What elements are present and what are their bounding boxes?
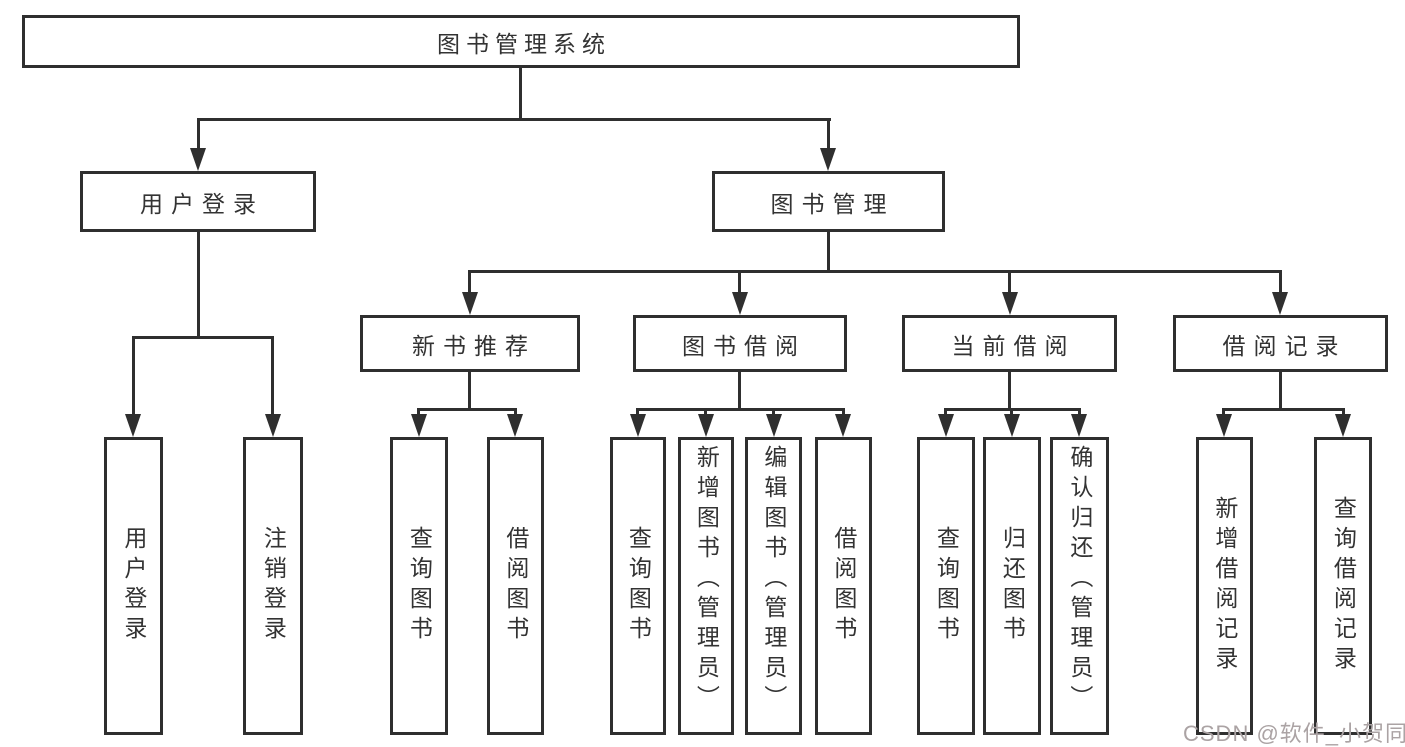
connector-drop-leaf: [772, 408, 775, 418]
connector-drop-book-borrow: [738, 270, 741, 294]
arrow-down-icon: [265, 414, 281, 437]
leaf-user-login: 用户登录: [104, 437, 163, 735]
leaf-br-add-record-label: 新增借阅记录: [1211, 496, 1238, 676]
arrow-down-icon: [1071, 414, 1087, 437]
node-current-borrowing-label: 当前借阅: [951, 332, 1076, 359]
leaf-cb-confirm-return-admin-label: 确认归还（管理员）: [1066, 445, 1093, 715]
connector-group-stem: [1008, 372, 1011, 408]
node-user-login: 用户登录: [80, 171, 316, 232]
connector-drop-leaf: [514, 408, 517, 418]
watermark-text: CSDN @软件_小贺同: [1183, 721, 1405, 746]
node-book-borrowing-label: 图书借阅: [682, 332, 806, 359]
arrow-down-icon: [507, 414, 523, 437]
node-current-borrowing: 当前借阅: [902, 315, 1117, 372]
connector-group-branch: [1222, 408, 1345, 411]
leaf-cb-confirm-return-admin: 确认归还（管理员）: [1050, 437, 1109, 735]
connector-drop-book-mgmt: [827, 118, 830, 151]
leaf-logout-login-label: 注销登录: [260, 526, 287, 646]
node-borrowing-records: 借阅记录: [1173, 315, 1388, 372]
arrow-down-icon: [732, 292, 748, 315]
arrow-down-icon: [698, 414, 714, 437]
connector-root-branch: [197, 118, 831, 121]
connector-drop-leaf: [1078, 408, 1081, 418]
connector-group-stem: [738, 372, 741, 408]
connector-drop-current-borrow: [1008, 270, 1011, 294]
arrow-down-icon: [835, 414, 851, 437]
arrow-down-icon: [462, 292, 478, 315]
connector-root-stem: [519, 68, 522, 118]
connector-group-stem: [1279, 372, 1282, 408]
leaf-bb-query-books-label: 查询图书: [625, 526, 652, 646]
connector-group-stem: [468, 372, 471, 408]
leaf-nbr-borrow-books: 借阅图书: [487, 437, 544, 735]
arrow-down-icon: [1335, 414, 1351, 437]
leaf-cb-query-books-label: 查询图书: [933, 526, 960, 646]
leaf-cb-query-books: 查询图书: [917, 437, 975, 735]
connector-drop-leaf: [1222, 408, 1225, 418]
leaf-cb-return-books: 归还图书: [983, 437, 1041, 735]
leaf-nbr-query-books-label: 查询图书: [406, 526, 433, 646]
leaf-nbr-borrow-books-label: 借阅图书: [502, 526, 529, 646]
leaf-br-query-record: 查询借阅记录: [1314, 437, 1372, 735]
leaf-br-query-record-label: 查询借阅记录: [1330, 496, 1357, 676]
connector-drop-leaf: [132, 336, 135, 416]
node-book-borrowing: 图书借阅: [633, 315, 847, 372]
leaf-bb-edit-books-admin: 编辑图书（管理员）: [745, 437, 802, 735]
connector-drop-leaf: [417, 408, 420, 418]
connector-user-login-stem: [197, 232, 200, 336]
connector-drop-new-book-rec: [468, 270, 471, 294]
leaf-bb-add-books-admin: 新增图书（管理员）: [678, 437, 734, 735]
connector-user-login-branch: [132, 336, 274, 339]
leaf-cb-return-books-label: 归还图书: [999, 526, 1026, 646]
arrow-down-icon: [938, 414, 954, 437]
leaf-nbr-query-books: 查询图书: [390, 437, 448, 735]
arrow-down-icon: [125, 414, 141, 437]
node-new-book-recommend-label: 新书推荐: [412, 332, 536, 359]
leaf-logout-login: 注销登录: [243, 437, 303, 735]
arrow-down-icon: [1004, 414, 1020, 437]
connector-drop-leaf: [842, 408, 845, 418]
arrow-down-icon: [190, 148, 206, 171]
leaf-br-add-record: 新增借阅记录: [1196, 437, 1253, 735]
connector-drop-leaf: [944, 408, 947, 418]
connector-drop-user-login: [197, 118, 200, 151]
connector-book-mgmt-stem: [827, 232, 830, 270]
arrow-down-icon: [766, 414, 782, 437]
connector-drop-leaf: [636, 408, 639, 418]
connector-book-mgmt-branch: [468, 270, 1282, 273]
watermark: CSDN @软件_小贺同学: [1183, 715, 1405, 747]
node-root-label: 图书管理系统: [437, 30, 611, 57]
connector-drop-leaf: [271, 336, 274, 416]
arrow-down-icon: [630, 414, 646, 437]
arrow-down-icon: [1272, 292, 1288, 315]
connector-group-branch: [417, 408, 517, 411]
leaf-user-login-label: 用户登录: [120, 526, 147, 646]
node-user-login-label: 用户登录: [140, 190, 264, 217]
arrow-down-icon: [1002, 292, 1018, 315]
arrow-down-icon: [411, 414, 427, 437]
leaf-bb-borrow-books-label: 借阅图书: [830, 526, 857, 646]
leaf-bb-edit-books-admin-label: 编辑图书（管理员）: [760, 445, 787, 715]
arrow-down-icon: [1216, 414, 1232, 437]
leaf-bb-query-books: 查询图书: [610, 437, 666, 735]
connector-drop-leaf: [1342, 408, 1345, 418]
leaf-bb-add-books-admin-label: 新增图书（管理员）: [693, 445, 720, 715]
connector-group-branch: [636, 408, 845, 411]
connector-drop-leaf: [704, 408, 707, 418]
node-new-book-recommend: 新书推荐: [360, 315, 580, 372]
connector-drop-borrow-records: [1279, 270, 1282, 294]
arrow-down-icon: [820, 148, 836, 171]
connector-drop-leaf: [1010, 408, 1013, 418]
node-book-management-label: 图书管理: [770, 190, 895, 217]
leaf-bb-borrow-books: 借阅图书: [815, 437, 872, 735]
node-borrowing-records-label: 借阅记录: [1222, 332, 1347, 359]
node-book-management: 图书管理: [712, 171, 945, 232]
node-root: 图书管理系统: [22, 15, 1020, 68]
